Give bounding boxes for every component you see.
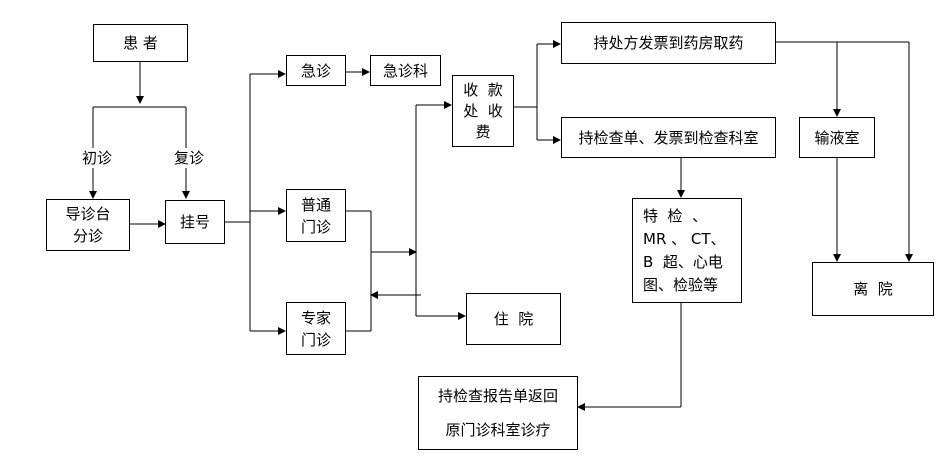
node-text: MR 、 CT、 — [643, 229, 726, 248]
node-text: 图、检验等 — [643, 275, 719, 294]
node-text: 门诊 — [300, 330, 331, 349]
label-return-visit: 复诊 — [172, 148, 207, 168]
node-emergency-dept: 急诊科 — [370, 55, 441, 86]
node-text: 分诊 — [72, 227, 103, 245]
node-emergency: 急诊 — [286, 55, 346, 86]
node-text: 门诊 — [300, 217, 331, 236]
node-exams: 特 检 、 MR 、 CT、 B 超、心电 图、检验等 — [632, 198, 742, 303]
node-text: 处 收 — [463, 101, 503, 120]
node-register: 挂号 — [165, 200, 225, 244]
node-patient: 患 者 — [93, 24, 188, 62]
node-text: 输液室 — [814, 128, 860, 147]
node-text: 持检查单、发票到检查科室 — [578, 128, 759, 147]
node-discharge: 离 院 — [812, 262, 934, 316]
node-guide: 导诊台 分诊 — [46, 199, 130, 251]
label-first-visit: 初诊 — [80, 148, 115, 168]
node-text: 离 院 — [853, 280, 893, 298]
node-text: 持处方发票到药房取药 — [593, 34, 744, 52]
node-general-clinic: 普通 门诊 — [286, 189, 346, 242]
node-text: 收 款 — [463, 80, 503, 99]
node-expert-clinic: 专家 门诊 — [286, 302, 346, 355]
node-cashier: 收 款 处 收 费 — [452, 75, 514, 147]
node-text: 费 — [475, 122, 491, 141]
node-pharmacy: 持处方发票到药房取药 — [561, 22, 776, 64]
node-text: 导诊台 — [65, 205, 111, 223]
node-text: 住 院 — [493, 310, 534, 328]
node-text: 普通 — [300, 195, 331, 214]
node-text: 原门诊科室诊疗 — [445, 421, 551, 439]
node-text: 患 者 — [123, 34, 158, 52]
node-report-return: 持检查报告单返回 原门诊科室诊疗 — [418, 376, 578, 450]
node-infusion: 输液室 — [799, 117, 875, 158]
node-text: 挂号 — [179, 213, 210, 231]
node-text: 特 检 、 — [643, 206, 708, 225]
node-hospitalize: 住 院 — [466, 293, 561, 345]
node-text: 专家 — [300, 308, 331, 327]
node-text: 急诊 — [300, 61, 331, 80]
node-text: 急诊科 — [382, 61, 428, 80]
node-text: 持检查报告单返回 — [437, 387, 558, 405]
node-exam-room: 持检查单、发票到检查科室 — [561, 117, 776, 158]
node-text: B 超、心电 — [643, 252, 723, 271]
